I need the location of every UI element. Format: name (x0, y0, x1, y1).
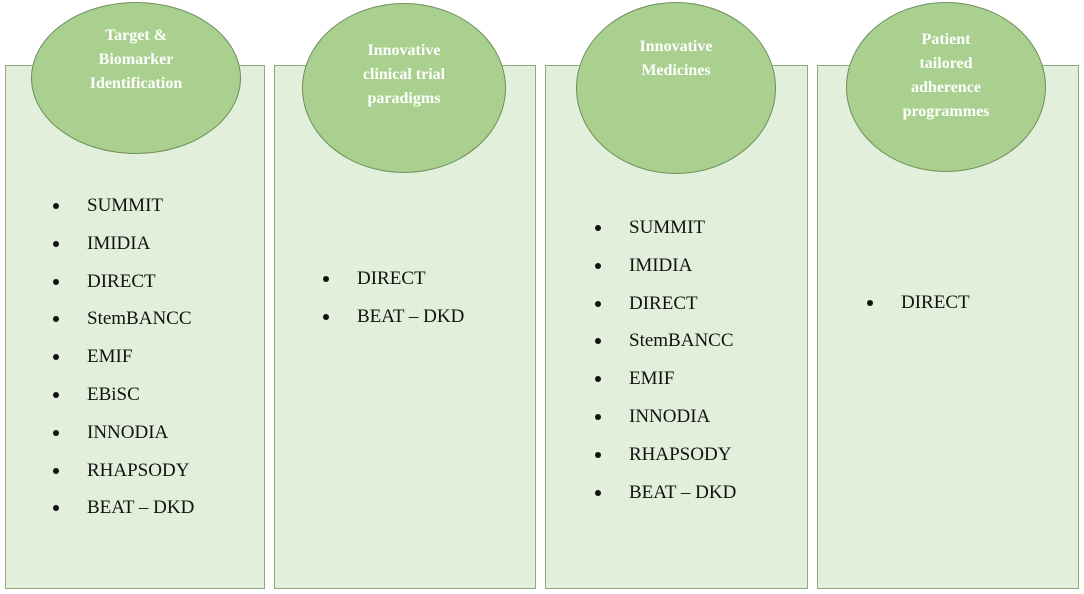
bullet-icon (867, 300, 873, 306)
bullet-icon (53, 203, 59, 209)
list-item-label: EBiSC (87, 383, 140, 405)
list-item: BEAT – DKD (323, 305, 464, 343)
list-item-label: RHAPSODY (629, 443, 732, 465)
list-item: INNODIA (53, 421, 194, 459)
list-item: SUMMIT (595, 216, 736, 254)
list-item: SUMMIT (53, 194, 194, 232)
list-item-label: IMIDIA (629, 254, 693, 276)
bullet-icon (323, 276, 329, 282)
list-item: EBiSC (53, 383, 194, 421)
list-item-label: SUMMIT (87, 195, 164, 216)
list-item-label: DIRECT (357, 268, 426, 289)
bullet-icon (53, 278, 59, 285)
list-item: StemBANCC (53, 307, 194, 345)
list-patient-adherence: DIRECT (867, 291, 970, 329)
list-item: BEAT – DKD (53, 496, 194, 534)
list-target-biomarker: SUMMIT IMIDIA DIRECT StemBANCC EMIF EBiS… (53, 194, 194, 534)
list-item: RHAPSODY (595, 443, 736, 481)
list-item: BEAT – DKD (595, 481, 736, 519)
list-clinical-trial: DIRECT BEAT – DKD (323, 267, 464, 343)
list-item: StemBANCC (595, 329, 736, 367)
bullet-icon (595, 489, 601, 496)
bullet-icon (53, 240, 59, 247)
bullet-icon (595, 262, 601, 269)
bullet-icon (595, 413, 601, 420)
bullet-icon (595, 225, 601, 231)
bullet-icon (53, 316, 59, 323)
list-item-label: DIRECT (901, 292, 970, 313)
list-item: RHAPSODY (53, 459, 194, 497)
bullet-icon (53, 429, 59, 436)
list-item: DIRECT (867, 291, 970, 329)
list-item-label: EMIF (629, 368, 675, 390)
list-item-label: INNODIA (629, 405, 711, 427)
list-item-label: BEAT – DKD (87, 497, 195, 519)
bullet-icon (53, 467, 59, 474)
bullet-icon (595, 300, 601, 307)
list-item-label: StemBANCC (629, 330, 734, 352)
circle-title-innovative-medicines: Innovative Medicines (639, 38, 713, 79)
bullet-icon (53, 505, 59, 512)
circle-title-clinical-trial: Innovative clinical trial paradigms (362, 42, 446, 107)
list-innovative-medicines: SUMMIT IMIDIA DIRECT StemBANCC EMIF INNO… (595, 216, 736, 518)
circle-title-target-biomarker: Target & Biomarker Identification (89, 27, 183, 92)
list-item-label: BEAT – DKD (629, 481, 737, 503)
list-item: EMIF (595, 367, 736, 405)
list-item: DIRECT (323, 267, 464, 305)
list-item-label: INNODIA (87, 421, 169, 443)
circle-clinical-trial: Innovative clinical trial paradigms (302, 3, 506, 173)
circle-patient-adherence: Patient tailored adherence programmes (846, 2, 1046, 172)
list-item-label: BEAT – DKD (357, 305, 465, 327)
list-item-label: EMIF (87, 346, 133, 368)
bullet-icon (595, 376, 601, 383)
bullet-icon (595, 338, 601, 345)
bullet-icon (53, 391, 59, 398)
list-item-label: IMIDIA (87, 232, 151, 254)
list-item-label: StemBANCC (87, 308, 192, 330)
list-item: INNODIA (595, 405, 736, 443)
list-item: DIRECT (53, 270, 194, 308)
list-item-label: DIRECT (87, 270, 156, 292)
list-item-label: DIRECT (629, 292, 698, 314)
list-item: IMIDIA (53, 232, 194, 270)
bullet-icon (53, 354, 59, 361)
list-item: DIRECT (595, 292, 736, 330)
bullet-icon (323, 313, 329, 320)
list-item-label: RHAPSODY (87, 459, 190, 481)
circle-innovative-medicines: Innovative Medicines (576, 2, 776, 174)
bullet-icon (595, 451, 601, 458)
list-item: IMIDIA (595, 254, 736, 292)
circle-title-patient-adherence: Patient tailored adherence programmes (902, 31, 990, 120)
circle-target-biomarker: Target & Biomarker Identification (31, 2, 241, 154)
list-item-label: SUMMIT (629, 217, 706, 238)
list-item: EMIF (53, 345, 194, 383)
